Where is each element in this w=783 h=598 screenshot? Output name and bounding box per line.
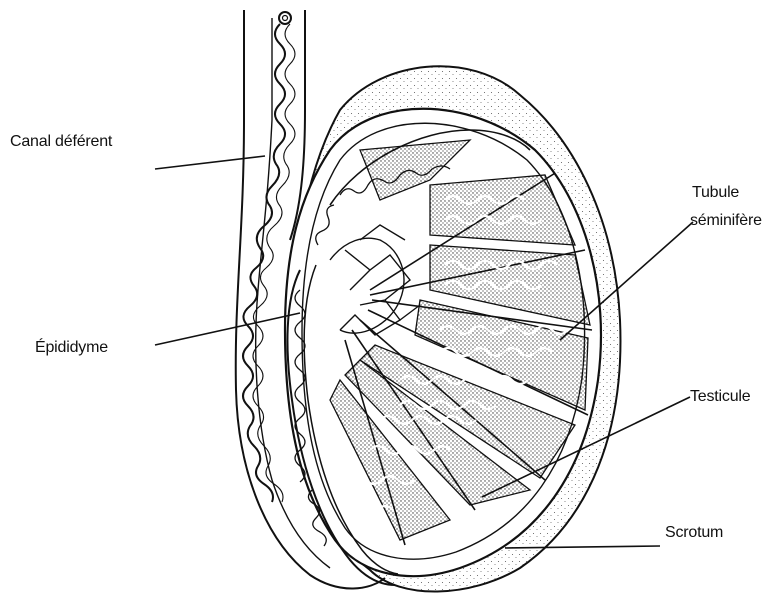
- leader-line-epididyme: [155, 313, 300, 345]
- label-canal-deferent: Canal déférent: [10, 132, 112, 152]
- label-tubule-line2: séminifère: [690, 211, 762, 231]
- label-tubule-line1: Tubule: [692, 183, 739, 203]
- vas-deferens: [243, 12, 295, 502]
- leader-line-canal-deferent: [155, 156, 265, 169]
- label-scrotum: Scrotum: [665, 523, 723, 543]
- label-testicule: Testicule: [690, 387, 750, 407]
- label-epididyme: Épididyme: [35, 338, 108, 358]
